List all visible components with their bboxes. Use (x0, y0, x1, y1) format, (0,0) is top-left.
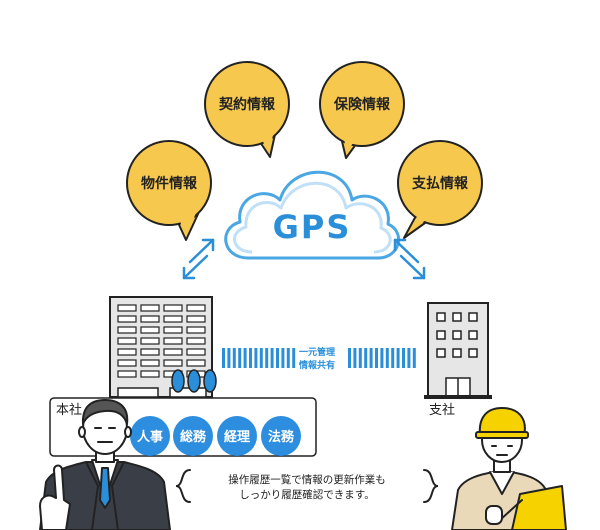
link-dash (385, 348, 389, 368)
hq-window (117, 315, 137, 323)
link-dash (353, 348, 357, 368)
hq-window (140, 337, 160, 345)
hq-window (117, 348, 137, 356)
link-dash (259, 348, 263, 368)
branch-office-label: 支社 (429, 402, 455, 418)
branch-window (436, 312, 446, 322)
branch-window (468, 312, 478, 322)
link-dash (232, 348, 236, 368)
hq-window (163, 359, 183, 367)
info-bubble-payment: 支払情報 (397, 140, 483, 239)
link-dash (265, 348, 269, 368)
hq-window (140, 348, 160, 356)
link-dash (276, 348, 279, 368)
link-dash (375, 348, 378, 368)
link-dash (227, 348, 231, 368)
branch-window (452, 312, 462, 322)
link-dash (254, 348, 258, 368)
hq-window (117, 359, 137, 367)
businessman-illustration (39, 399, 171, 530)
hq-window (140, 326, 160, 334)
hq-window (163, 304, 183, 312)
history-note: 操作履歴一覧で情報の更新作業も しっかり履歴確認できます。 (175, 469, 439, 503)
department-legal: 法務 (261, 416, 301, 456)
department-hr: 人事 (130, 416, 170, 456)
link-label-line1: 一元管理 (299, 346, 335, 358)
info-bubble-property: 物件情報 (126, 140, 212, 241)
note-line2: しっかり履歴確認できます。 (239, 488, 374, 501)
link-dash (369, 348, 373, 368)
branch-window (436, 348, 446, 358)
head-office-label: 本社 (56, 402, 82, 418)
info-bubble-contract: 契約情報 (204, 61, 290, 158)
link-label-line2: 情報共有 (298, 359, 335, 371)
link-dash (270, 348, 274, 368)
branch-window (468, 348, 478, 358)
link-dash (281, 348, 285, 368)
link-dash (396, 348, 400, 368)
department-label-general-affairs: 総務 (180, 429, 207, 445)
hq-window (117, 370, 137, 378)
hq-window (140, 359, 160, 367)
note-line1: 操作履歴一覧で情報の更新作業も (228, 473, 386, 486)
link-dash (391, 348, 395, 368)
link-dash (380, 348, 384, 368)
hq-window (140, 304, 160, 312)
link-dash (286, 348, 290, 368)
branch-window (452, 348, 462, 358)
branch-window (436, 330, 446, 340)
hq-window (140, 315, 160, 323)
link-dash (364, 348, 368, 368)
link-dash (249, 348, 252, 368)
link-dash (243, 348, 247, 368)
bubble-label-insurance: 保険情報 (333, 96, 391, 113)
cloud-label: GPS (273, 208, 352, 246)
link-dash (412, 348, 416, 368)
bubble-label-contract: 契約情報 (218, 96, 276, 113)
department-label-hr: 人事 (137, 429, 163, 445)
department-label-legal: 法務 (268, 429, 295, 445)
trees (171, 369, 217, 393)
hq-window (186, 359, 206, 367)
hq-window (163, 337, 183, 345)
department-label-accounting: 経理 (224, 429, 250, 445)
hq-window (140, 370, 160, 378)
sync-arrow-right (393, 238, 426, 280)
info-bubble-insurance: 保険情報 (319, 61, 405, 159)
hq-window (186, 326, 206, 334)
branch-office-building (424, 302, 492, 399)
bubble-label-property: 物件情報 (141, 175, 198, 192)
hq-window (186, 337, 206, 345)
link-dash (292, 348, 296, 368)
branch-window (468, 330, 478, 340)
link-dash (402, 348, 405, 368)
link-dash (358, 348, 362, 368)
gps-cloud: GPS (224, 170, 400, 260)
hq-window (117, 304, 137, 312)
hq-window (163, 315, 183, 323)
hq-window (117, 326, 137, 334)
link-dash (238, 348, 242, 368)
link-dash (222, 348, 225, 368)
data-link: 一元管理 情報共有 (222, 346, 416, 371)
hq-window (186, 348, 206, 356)
hq-window (117, 337, 137, 345)
hq-window (186, 304, 206, 312)
sync-arrow-left (182, 238, 215, 280)
link-dash (348, 348, 351, 368)
hq-window (163, 348, 183, 356)
worker-illustration (451, 407, 567, 530)
bubble-label-payment: 支払情報 (411, 175, 469, 192)
department-general-affairs: 総務 (173, 416, 213, 456)
hq-window (163, 326, 183, 334)
link-dash (407, 348, 411, 368)
branch-window (452, 330, 462, 340)
department-accounting: 経理 (217, 416, 257, 456)
hq-window (186, 315, 206, 323)
